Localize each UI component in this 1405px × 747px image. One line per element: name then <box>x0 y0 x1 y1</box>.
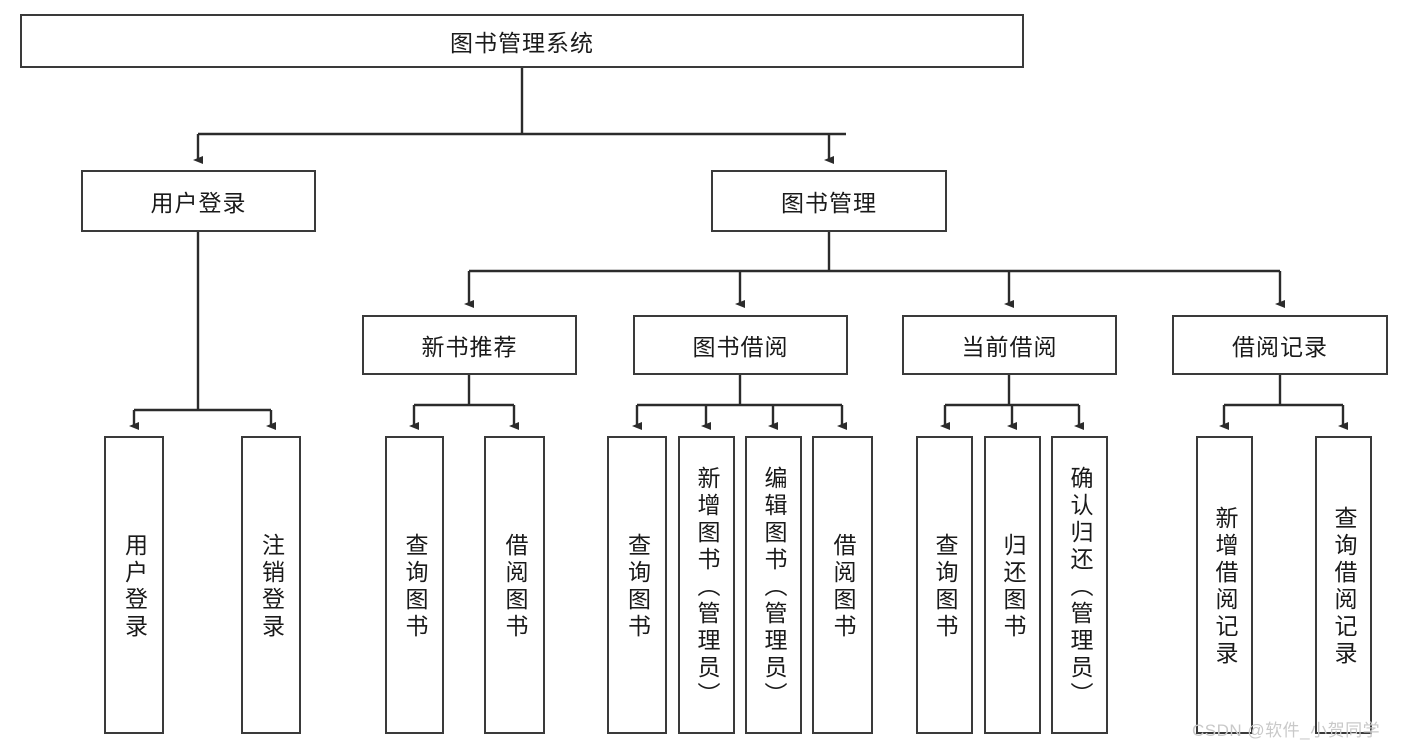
leaf-recommend-borrow-book[interactable]: 借阅图书 <box>484 436 545 734</box>
node-label: 图书管理 <box>781 190 877 216</box>
node-label: 查询图书 <box>624 533 651 641</box>
leaf-borrow-add-book-admin[interactable]: 新增图书（管理员） <box>678 436 735 734</box>
node-book-management[interactable]: 图书管理 <box>711 170 947 232</box>
csdn-watermark: CSDN @软件_小贺同学 <box>1192 721 1381 740</box>
node-label: 查询图书 <box>402 533 428 641</box>
node-label: 查询借阅记录 <box>1331 506 1357 668</box>
node-label: 图书借阅 <box>692 334 789 360</box>
node-label: 用户登录 <box>121 533 148 641</box>
leaf-record-add-record[interactable]: 新增借阅记录 <box>1196 436 1253 734</box>
node-label: 用户登录 <box>150 190 247 216</box>
node-label: 图书管理系统 <box>450 30 594 56</box>
node-label: 查询图书 <box>932 533 958 641</box>
node-book-borrow[interactable]: 图书借阅 <box>633 315 848 375</box>
leaf-current-query-book[interactable]: 查询图书 <box>916 436 973 734</box>
node-label: 借阅图书 <box>502 533 528 641</box>
node-label: 注销登录 <box>258 533 285 641</box>
node-label: 确认归还（管理员） <box>1067 465 1093 709</box>
node-new-book-recommend[interactable]: 新书推荐 <box>362 315 577 375</box>
node-label: 归还图书 <box>1000 533 1026 641</box>
leaf-borrow-query-book[interactable]: 查询图书 <box>607 436 667 734</box>
node-user-login[interactable]: 用户登录 <box>81 170 316 232</box>
leaf-recommend-query-book[interactable]: 查询图书 <box>385 436 444 734</box>
leaf-user-login-login[interactable]: 用户登录 <box>104 436 164 734</box>
node-label: 新增图书（管理员） <box>694 465 720 709</box>
node-label: 借阅图书 <box>830 533 856 641</box>
leaf-borrow-edit-book-admin[interactable]: 编辑图书（管理员） <box>745 436 802 734</box>
leaf-record-query-record[interactable]: 查询借阅记录 <box>1315 436 1372 734</box>
leaf-current-confirm-return-admin[interactable]: 确认归还（管理员） <box>1051 436 1108 734</box>
leaf-user-login-logout[interactable]: 注销登录 <box>241 436 301 734</box>
node-label: 当前借阅 <box>961 334 1058 360</box>
node-label: 编辑图书（管理员） <box>761 465 787 709</box>
leaf-current-return-book[interactable]: 归还图书 <box>984 436 1041 734</box>
node-label: 借阅记录 <box>1232 334 1328 360</box>
node-root-system[interactable]: 图书管理系统 <box>20 14 1024 68</box>
node-current-borrow[interactable]: 当前借阅 <box>902 315 1117 375</box>
node-label: 新书推荐 <box>421 334 518 360</box>
node-borrow-record[interactable]: 借阅记录 <box>1172 315 1388 375</box>
leaf-borrow-borrow-book[interactable]: 借阅图书 <box>812 436 873 734</box>
node-label: 新增借阅记录 <box>1212 506 1238 668</box>
